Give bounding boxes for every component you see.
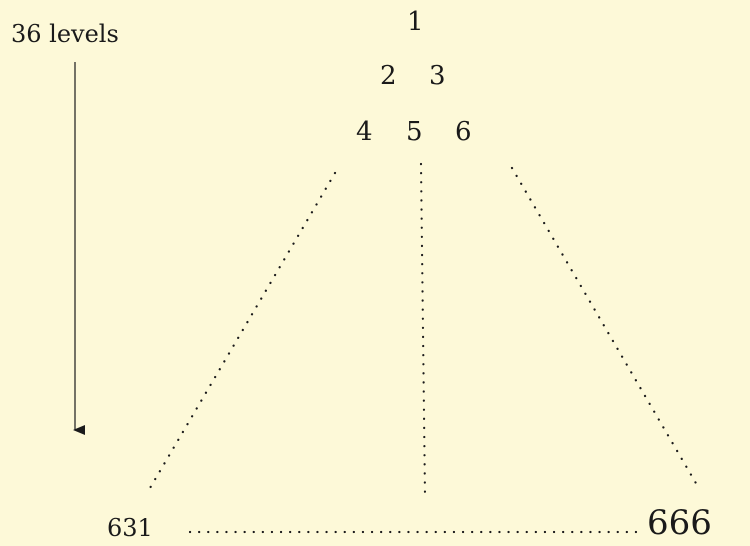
node-row2-1: 2 (380, 61, 397, 91)
node-row3-1: 4 (356, 117, 373, 147)
node-row3-3: 6 (455, 117, 472, 147)
last-row-last-node: 666 (647, 503, 712, 543)
left-dotted-edge (148, 171, 337, 490)
node-row3-2: 5 (406, 117, 423, 147)
node-row1-1: 1 (407, 7, 424, 37)
levels-label: 36 levels (11, 20, 119, 48)
right-dotted-edge (510, 166, 699, 487)
node-row2-2: 3 (429, 61, 446, 91)
center-dotted-edge (419, 162, 427, 497)
last-row-first-node: 631 (107, 514, 153, 542)
